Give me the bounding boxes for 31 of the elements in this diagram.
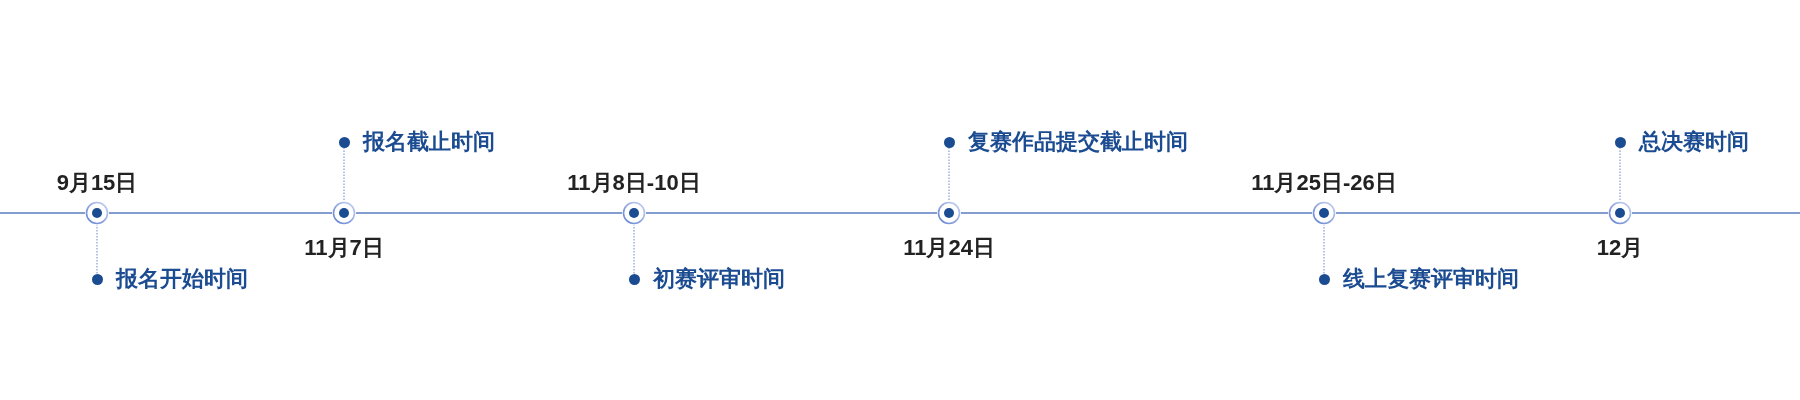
event-label: 线上复赛评审时间 [1342,268,1519,290]
leader-line [1619,146,1621,202]
date-label: 11月25日-26日 [1251,171,1397,195]
timeline-marker [85,201,109,225]
timeline-line [1335,212,1609,214]
timeline-line [1631,212,1800,214]
date-label: 9月15日 [56,171,138,195]
timeline-line [0,212,86,214]
leader-line [1323,224,1325,275]
leader-line [633,224,635,275]
date-label: 12月 [1596,236,1644,260]
timeline-marker [622,201,646,225]
date-label: 11月24日 [903,236,995,260]
date-label: 11月7日 [304,236,384,260]
timeline-marker [937,201,961,225]
timeline-marker [1608,201,1632,225]
leader-line [343,146,345,202]
timeline-line [108,212,333,214]
timeline-line [355,212,623,214]
leader-line [96,224,98,275]
timeline-marker [332,201,356,225]
event-label: 总决赛时间 [1638,131,1749,153]
timeline-line [960,212,1313,214]
date-label: 11月8日-10日 [567,171,701,195]
event-label: 初赛评审时间 [652,268,785,290]
event-label: 报名截止时间 [362,131,495,153]
leader-line [948,146,950,202]
timeline-line [645,212,938,214]
event-label: 复赛作品提交截止时间 [967,131,1188,153]
event-label: 报名开始时间 [115,268,248,290]
timeline-marker [1312,201,1336,225]
